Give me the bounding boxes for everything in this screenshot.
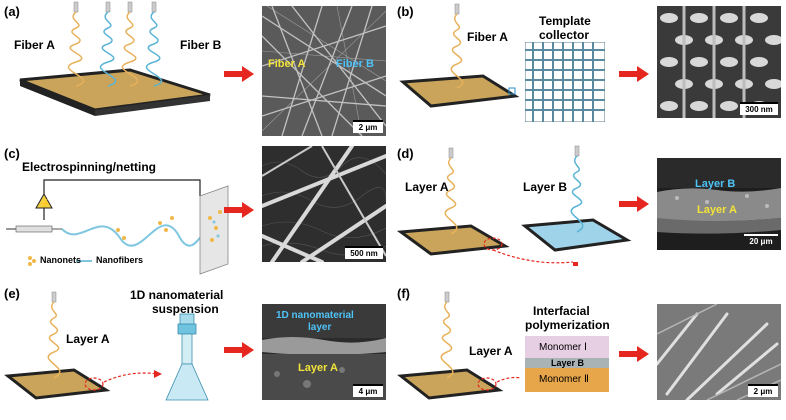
scale-bar: 2 μm [748, 384, 778, 397]
polymerization-title-line1: Interfacial [533, 304, 590, 318]
svg-text:⚡: ⚡ [40, 198, 50, 208]
polymerization-title-line2: polymerization [525, 318, 610, 332]
layer-b-label: Layer B [551, 358, 585, 368]
sem-image-f: 2 μm [657, 304, 781, 400]
fiber-b-label: Fiber B [180, 38, 222, 52]
sem-layer-a-label: Layer A [298, 362, 338, 374]
sem-top-label-line1: 1D nanomaterial [276, 310, 354, 321]
panel-e: (e) Layer A 1D nanomaterial suspension 1… [0, 280, 393, 420]
panel-c-schematic: ⚡ [6, 179, 229, 275]
red-arrow [224, 202, 254, 218]
panel-a-schematic [19, 1, 211, 116]
scale-bar: 500 nm [345, 246, 383, 259]
panel-label: (c) [4, 146, 20, 161]
scale-bar: 4 μm [353, 384, 383, 397]
sem-image-a: Fiber A Fiber B 2 μm [262, 6, 386, 136]
panel-label: (f) [397, 286, 410, 301]
panel-b-schematic [399, 3, 520, 108]
panel-label: (a) [4, 4, 20, 19]
panel-b: (b) Fiber A Template collector [393, 0, 786, 140]
red-arrow [619, 66, 649, 82]
panel-label: (d) [397, 146, 414, 161]
electrospinning-title: Electrospinning/netting [22, 160, 156, 174]
panel-e-schematic [4, 291, 209, 401]
suspension-title-line1: 1D nanomaterial [130, 288, 224, 302]
sem-image-d: Layer B Layer A 20 μm [657, 158, 781, 250]
sem-layer-b-label: Layer B [695, 178, 736, 190]
monomer-1-label: Monomer Ⅰ [539, 342, 587, 353]
sem-image-c: 500 nm [262, 146, 386, 262]
scale-bar: 20 μm [744, 234, 778, 247]
scale-bar: 2 μm [353, 120, 383, 133]
red-arrow [619, 196, 649, 212]
legend-nanonets: Nanonets [40, 255, 82, 265]
scale-bar: 300 nm [740, 102, 778, 115]
panel-d: (d) Layer A Layer B Layer B Layer A 20 μ… [393, 140, 786, 280]
template-collector-line2: collector [539, 28, 590, 42]
sem-image-e: 1D nanomaterial layer Layer A 4 μm [262, 304, 386, 400]
layer-a-label: Layer A [405, 180, 449, 194]
panel-a: (a) Fiber A Fiber B [0, 0, 393, 140]
red-arrow [619, 346, 649, 362]
sem-fiber-b-label: Fiber B [336, 58, 374, 70]
layer-a-label: Layer A [66, 332, 110, 346]
fiber-a-label: Fiber A [467, 30, 508, 44]
template-collector-line1: Template [539, 14, 591, 28]
sem-layer-a-label: Layer A [697, 204, 737, 216]
panel-f: (f) Layer A Interfacial polymerization M… [393, 280, 786, 420]
red-arrow [224, 66, 254, 82]
legend-nanofibers: Nanofibers [96, 255, 144, 265]
suspension-title-line2: suspension [152, 302, 219, 316]
fiber-a-label: Fiber A [14, 38, 55, 52]
layer-b-label: Layer B [523, 180, 568, 194]
panel-label: (e) [4, 286, 20, 301]
sem-top-label-line2: layer [308, 322, 332, 333]
monomer-2-label: Monomer Ⅱ [539, 374, 589, 385]
panel-d-schematic [396, 145, 632, 266]
sem-fiber-a-label: Fiber A [268, 58, 306, 70]
layer-a-label: Layer A [469, 344, 513, 358]
red-arrow [224, 342, 254, 358]
template-grid [525, 42, 605, 122]
panel-f-schematic [397, 291, 609, 400]
panel-label: (b) [397, 4, 414, 19]
panel-c: (c) Electrospinning/netting ⚡ Nanonets N… [0, 140, 393, 280]
sem-image-b: 300 nm [657, 6, 781, 118]
